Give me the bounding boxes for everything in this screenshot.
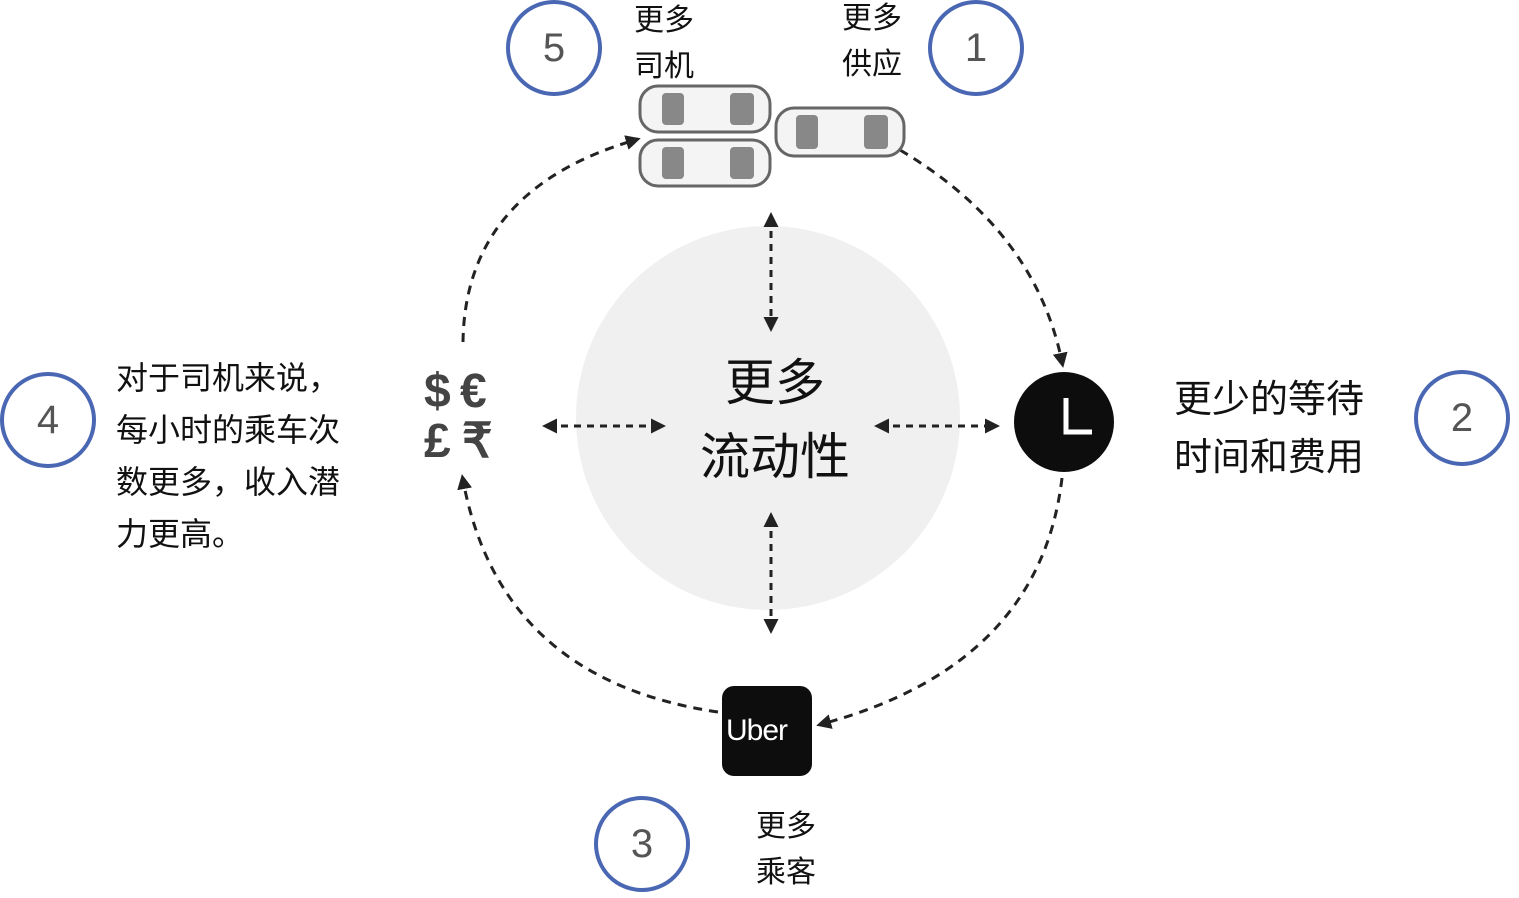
arrow-clock-to-uber — [816, 477, 1064, 729]
step-1-line-1: 更多 — [842, 1, 902, 36]
center-line-1: 更多 — [725, 354, 825, 412]
arrow-currency-to-drivers — [461, 135, 641, 343]
center-label: 更多 流动性 — [650, 346, 900, 494]
dollar-icon: $ — [424, 365, 451, 418]
euro-icon: € — [460, 365, 487, 418]
pound-icon: £ — [424, 415, 451, 468]
step-3-label: 更多 乘客 — [756, 804, 816, 896]
uber-logo-text: Uber — [726, 714, 788, 747]
step-2-line-1: 更少的等待 — [1174, 377, 1365, 421]
center-circle — [576, 226, 960, 610]
car-icon — [774, 106, 906, 158]
clock-icon — [1014, 372, 1114, 472]
step-1-line-2: 供应 — [842, 47, 902, 82]
step-2-line-2: 时间和费用 — [1174, 435, 1365, 479]
step-5-label: 更多 司机 — [634, 0, 694, 90]
step-1-label: 更多 供应 — [842, 0, 902, 88]
arrow-uber-to-currency — [457, 474, 719, 714]
step-2-badge: 2 — [1414, 370, 1510, 466]
step-5-line-1: 更多 — [634, 3, 694, 38]
step-4-line-1: 对于司机来说， — [116, 359, 341, 397]
step-4-badge: 4 — [0, 372, 96, 468]
step-5-badge: 5 — [506, 0, 602, 96]
arrow-supply-to-clock — [899, 148, 1068, 368]
uber-app-icon — [722, 686, 812, 776]
step-2-label: 更少的等待 时间和费用 — [1174, 370, 1364, 486]
rupee-icon: ₹ — [462, 415, 493, 468]
step-5-line-2: 司机 — [634, 49, 694, 84]
step-3-line-1: 更多 — [756, 809, 816, 844]
step-3-line-2: 乘客 — [756, 855, 816, 890]
step-4-label: 对于司机来说， 每小时的乘车次 数更多，收入潜 力更高。 — [116, 352, 340, 560]
center-line-2: 流动性 — [700, 428, 850, 486]
step-1-badge: 1 — [928, 0, 1024, 96]
step-3-badge: 3 — [594, 796, 690, 892]
step-4-line-4: 力更高。 — [116, 515, 245, 553]
step-4-line-2: 每小时的乘车次 — [116, 411, 341, 449]
step-4-line-3: 数更多，收入潜 — [116, 463, 341, 501]
car-icon — [638, 84, 772, 134]
car-icon — [638, 138, 772, 188]
